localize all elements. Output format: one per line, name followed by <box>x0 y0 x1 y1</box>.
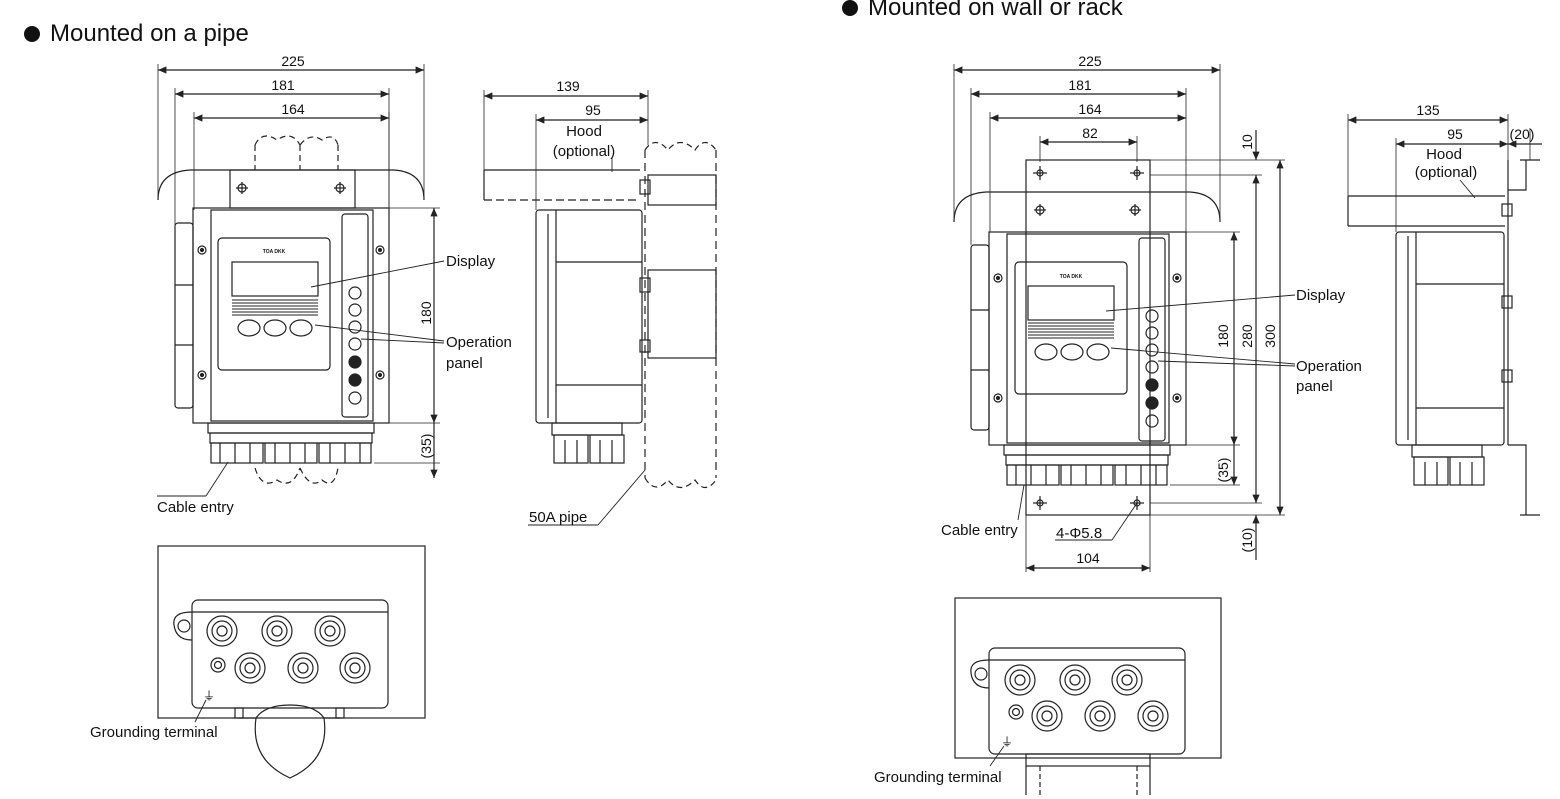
pipe-side-view: 139 95 <box>483 78 717 526</box>
bolt-icon <box>1034 204 1046 216</box>
dim-95-wall: 95 <box>1447 126 1463 142</box>
section-title-pipe-text: Mounted on a pipe <box>50 20 249 47</box>
pipe-50a-label: 50A pipe <box>529 509 587 526</box>
screw-icon <box>197 370 207 380</box>
bullet-icon <box>24 26 40 42</box>
mount-hole-icon <box>1033 496 1047 510</box>
wall-bottom-view: ⏚ <box>954 597 1222 795</box>
bolt-icon <box>334 182 346 194</box>
dim-180: 180 <box>418 301 434 325</box>
dim-82: 82 <box>1082 125 1098 141</box>
screw-icon <box>993 273 1003 283</box>
gland-hole-icon <box>1004 664 1036 696</box>
dim-10-top: 10 <box>1239 134 1255 150</box>
bolt-icon <box>1129 204 1141 216</box>
hole-spec-label: 4-Φ5.8 <box>1056 525 1102 542</box>
section-title-wall-text: Mounted on wall or rack <box>868 0 1123 21</box>
screw-icon <box>197 245 207 255</box>
dim-104: 104 <box>1076 550 1100 566</box>
dim-181: 181 <box>271 77 295 93</box>
dim-164-wall: 164 <box>1078 101 1102 117</box>
cable-glands <box>207 422 375 464</box>
gland-hole-icon <box>261 615 293 647</box>
mount-hole-icon <box>1033 166 1047 180</box>
gland-hole-icon <box>1111 664 1143 696</box>
dim-10-bottom: (10) <box>1239 528 1255 553</box>
ground-mark-icon: ⏚ <box>203 689 215 703</box>
operation-label-wall-line1: Operation <box>1296 358 1362 375</box>
gland-hole-icon <box>339 652 371 684</box>
gland-hole-icon <box>1031 700 1063 732</box>
dim-180-wall: 180 <box>1215 324 1231 348</box>
gland-hole-icon <box>287 652 319 684</box>
dim-95: 95 <box>585 102 601 118</box>
dim-35: (35) <box>418 434 434 459</box>
section-title-wall: Mounted on wall or rack <box>842 0 1123 22</box>
wall-front-view: 225 181 164 82 TOA DKK <box>953 53 1296 572</box>
wall-side-view: 135 95 (20) <box>1347 102 1542 516</box>
gland-hole-icon <box>206 615 238 647</box>
mount-hole-icon <box>1130 166 1144 180</box>
display-label-wall: Display <box>1296 287 1346 304</box>
hood-label-line2: (optional) <box>553 143 616 160</box>
brand-mark-wall: TOA DKK <box>1060 274 1083 280</box>
operation-label-line1: Operation <box>446 334 512 351</box>
button-column <box>348 286 362 405</box>
cable-entry-label: Cable entry <box>157 499 234 516</box>
dim-35-wall: (35) <box>1215 458 1231 483</box>
hood-label-wall-line1: Hood <box>1426 146 1462 163</box>
button-column-wall <box>1145 309 1159 428</box>
dim-300: 300 <box>1262 324 1278 348</box>
gland-hole-icon <box>314 615 346 647</box>
ground-mark-icon: ⏚ <box>1001 735 1013 749</box>
dim-164: 164 <box>281 101 305 117</box>
operation-label-line2: panel <box>446 355 483 372</box>
dim-181-wall: 181 <box>1068 77 1092 93</box>
bullet-icon <box>842 0 858 16</box>
cable-entry-label-wall: Cable entry <box>941 522 1018 539</box>
section-title-pipe: Mounted on a pipe <box>24 20 249 48</box>
operation-label-wall-line2: panel <box>1296 378 1333 395</box>
screw-icon <box>1172 273 1182 283</box>
grounding-label-wall: Grounding terminal <box>874 769 1002 786</box>
bolt-icon <box>236 182 248 194</box>
screw-icon <box>375 370 385 380</box>
screw-icon <box>1172 393 1182 403</box>
pipe-bottom-view: ⏚ <box>157 545 426 779</box>
gland-hole-icon <box>1137 700 1169 732</box>
pipe-front-view: 225 181 164 TOA DKK <box>157 53 445 497</box>
dim-225-wall: 225 <box>1078 53 1102 69</box>
dim-139: 139 <box>556 78 580 94</box>
screw-icon <box>375 245 385 255</box>
cable-glands-wall <box>1003 444 1171 486</box>
display-label: Display <box>446 253 496 270</box>
dim-135: 135 <box>1416 102 1440 118</box>
dim-280: 280 <box>1239 324 1255 348</box>
screw-icon <box>993 393 1003 403</box>
hood-label-wall-line2: (optional) <box>1415 164 1478 181</box>
hood-label-line1: Hood <box>566 123 602 140</box>
dim-225: 225 <box>281 53 305 69</box>
dim-20: (20) <box>1510 126 1535 142</box>
gland-hole-icon <box>234 652 266 684</box>
grounding-label-pipe: Grounding terminal <box>90 724 218 741</box>
brand-mark: TOA DKK <box>263 249 286 255</box>
gland-hole-icon <box>1059 664 1091 696</box>
gland-hole-icon <box>1084 700 1116 732</box>
